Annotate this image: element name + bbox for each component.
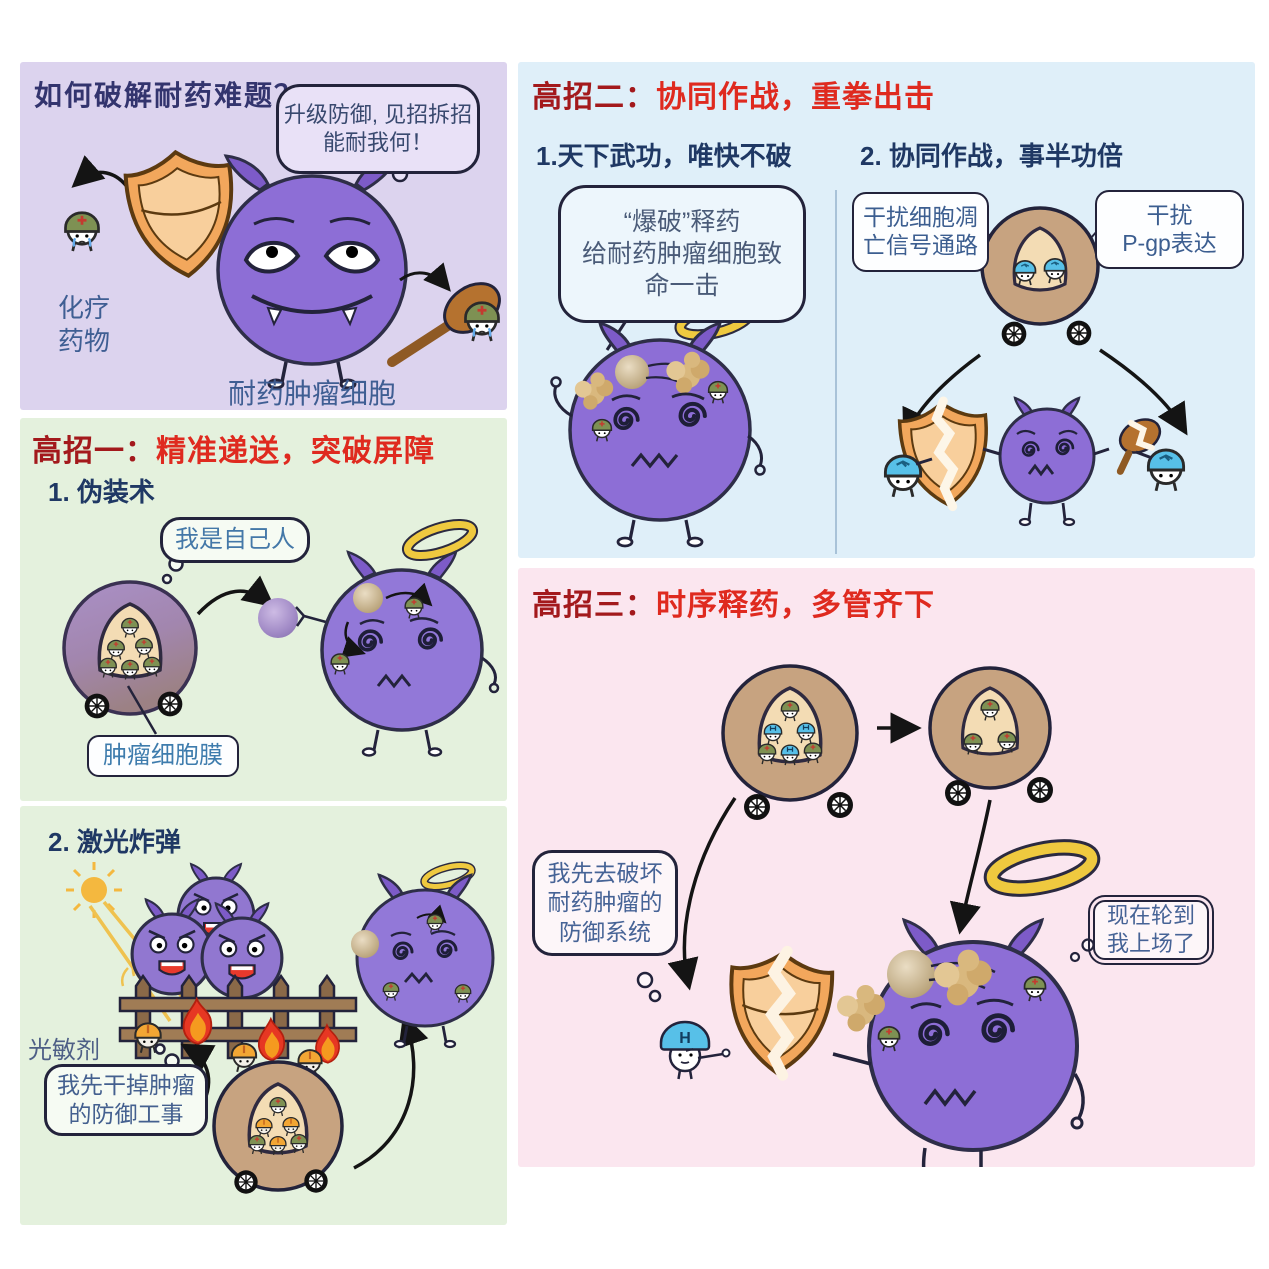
method1-part1-subtitle: 1. 伪装术 <box>48 477 155 507</box>
method1-heading: 高招一：精准递送，突破屏障 <box>32 426 435 470</box>
photosensitizer-worker <box>297 1049 323 1078</box>
method3-heading-rest: 时序释药，多管齐下 <box>656 589 935 622</box>
dizzy-cell <box>320 550 500 757</box>
worker-speech-bubble: 我先干掉肿瘤 的防御工事 <box>44 1064 208 1136</box>
right-action-arrow <box>1099 348 1188 436</box>
disguise-speech-bubble: 我是自己人 <box>160 517 310 563</box>
shield-icon <box>123 149 234 278</box>
photosensitizer-label: 光敏剂 <box>28 1037 100 1064</box>
big-dizzy-cell <box>832 917 1085 1167</box>
soldier-arm <box>915 457 933 466</box>
method1-heading-prefix: 高招一： <box>32 435 156 468</box>
devil-cell <box>216 154 408 390</box>
half-empty-cart <box>928 666 1054 807</box>
thought-trail <box>636 971 662 1003</box>
membrane-label-pointer <box>126 685 158 735</box>
devil-speech-line1: 升级防御, 见招拆招 <box>283 101 473 127</box>
panel-intro: 如何破解耐药难题？ 升级防御, 见招拆招 能耐我何！ 化疗 药物 耐药肿瘤细胞 <box>20 62 507 410</box>
method1-heading-rest: 精准递送，突破屏障 <box>156 435 435 468</box>
flame-icon <box>257 1018 286 1062</box>
panel-method1-part1: 高招一：精准递送，突破屏障 1. 伪装术 我是自己人 肿瘤细胞膜 <box>20 418 507 801</box>
panel-method1-part2: 2. 激光炸弹 光敏剂 我先干掉肿瘤 的防御工事 <box>20 806 507 1225</box>
broken-club-icon <box>1116 418 1162 475</box>
method2-heading: 高招二：协同作战，重拳出击 <box>532 72 935 116</box>
helmet-letter: H <box>679 1030 691 1047</box>
mixed-nanoparticle-cart <box>212 1060 344 1195</box>
drug-speech-bubble: 现在轮到 我上场了 <box>1088 895 1214 965</box>
burst-release-bubble: “爆破”释药 给耐药肿瘤细胞致 命一击 <box>558 185 806 323</box>
inhibitor-worker: H <box>659 1020 731 1080</box>
method2-col1-subtitle: 1.天下武功，唯快不破 <box>536 141 792 171</box>
membrane-nanoparticle-cart <box>62 580 198 720</box>
resistant-cell-label: 耐药肿瘤细胞 <box>228 378 397 409</box>
second-strike-arrow <box>949 799 992 935</box>
laser-sun-icon <box>66 862 198 1022</box>
apoptosis-label: 干扰细胞凋 亡信号通路 <box>852 192 989 272</box>
dizzy-cell <box>351 873 495 1049</box>
halo-icon <box>404 518 476 562</box>
tumor-cell <box>200 901 284 1000</box>
thought-trail <box>1069 938 1095 963</box>
full-nanoparticle-cart <box>721 664 859 821</box>
method3-heading-prefix: 高招三： <box>532 589 656 622</box>
chemo-soldier-left <box>64 211 100 253</box>
dizzy-cell <box>550 320 766 548</box>
inhibitor-soldier-left <box>883 454 923 499</box>
broken-shield-icon <box>897 396 988 512</box>
club-icon <box>387 282 501 367</box>
halo-icon <box>988 840 1095 896</box>
flame-icon <box>315 1024 340 1064</box>
then-attack-cell-arrow <box>353 1013 429 1170</box>
method2-heading-prefix: 高招二： <box>532 81 656 114</box>
fence <box>118 973 358 1060</box>
membrane-label: 肿瘤细胞膜 <box>87 735 239 777</box>
left-action-arrow <box>902 353 982 441</box>
flame-icon <box>182 998 213 1045</box>
devil-speech-line2: 能耐我何！ <box>322 130 433 155</box>
panel-method2: 高招二：协同作战，重拳出击 1.天下武功，唯快不破 2. 协同作战，事半功倍 “… <box>518 62 1255 558</box>
chemo-drug-label: 化疗 药物 <box>58 293 111 356</box>
soldier-arm <box>1135 450 1153 460</box>
method1-part2-artwork <box>66 806 495 1195</box>
drug-sphere <box>258 598 327 638</box>
inhibitor-speech-bubble: 我先去破坏 耐药肿瘤的 防御系统 <box>532 850 678 956</box>
panel-method3: H <box>518 568 1255 1167</box>
method3-heading: 高招三：时序释药，多管齐下 <box>532 580 935 624</box>
tumor-cell <box>176 862 256 956</box>
devil-speech-bubble: 升级防御, 见招拆招 能耐我何！ <box>276 84 480 174</box>
intro-title: 如何破解耐药难题？ <box>34 81 305 112</box>
club-arrow <box>399 262 451 292</box>
chemo-arrow-left <box>71 155 134 195</box>
photosensitizer-worker <box>134 1022 162 1054</box>
weakened-cell <box>982 396 1110 527</box>
photosensitizer-worker <box>230 1042 258 1073</box>
inhibitor-soldier-right <box>1146 448 1186 493</box>
pgp-label: 干扰 P-gp表达 <box>1095 190 1244 269</box>
halo-icon <box>422 861 474 890</box>
method2-col2-subtitle: 2. 协同作战，事半功倍 <box>860 141 1123 171</box>
release-arrow <box>196 575 275 616</box>
broken-shield-icon <box>729 945 835 1081</box>
first-strike-arrow <box>667 797 737 991</box>
method2-heading-rest: 协同作战，重拳出击 <box>656 81 935 114</box>
method1-part2-subtitle: 2. 激光炸弹 <box>48 827 181 857</box>
dual-drug-cart <box>980 206 1100 348</box>
label-pointers <box>987 229 1099 271</box>
chemo-soldier-right <box>464 301 500 343</box>
tumor-cell <box>130 897 214 996</box>
